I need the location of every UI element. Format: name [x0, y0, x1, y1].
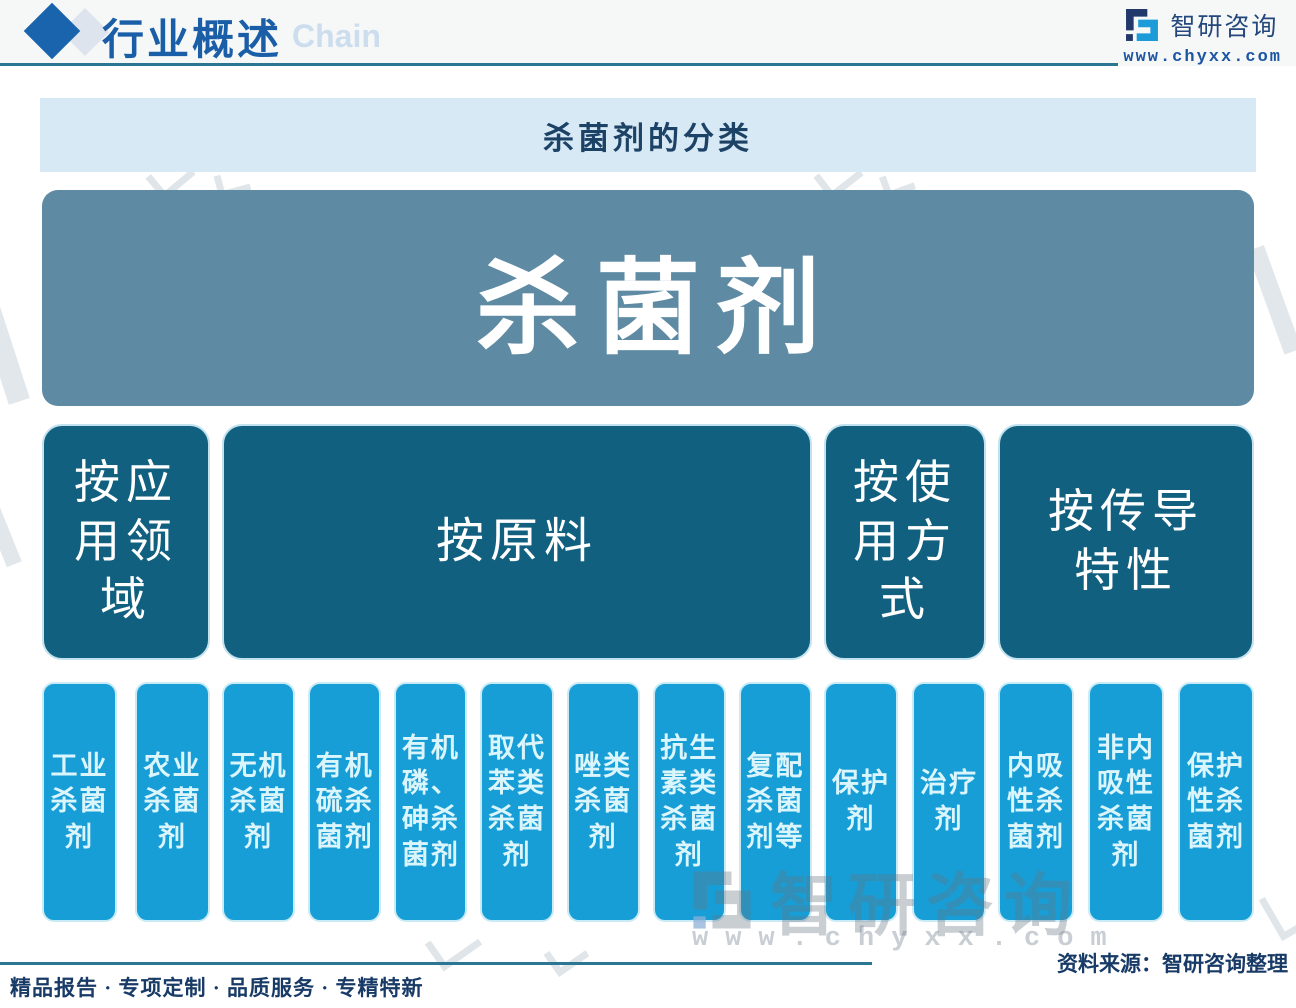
category-application-field: 按应用领域: [42, 424, 210, 660]
header-divider: [0, 63, 1118, 66]
diagram-title-bar: 杀菌剂的分类: [40, 98, 1256, 172]
root-node: 杀菌剂: [42, 190, 1254, 406]
leaf-node: 取代苯类杀菌剂: [480, 682, 554, 922]
diagram-title: 杀菌剂的分类: [543, 120, 753, 156]
category-conduction: 按传导特性: [998, 424, 1254, 660]
leaf-group-raw-material: 无机杀菌剂 有机硫杀菌剂 有机磷、砷杀菌剂 取代苯类杀菌剂 唑类杀菌剂 抗生素类…: [222, 682, 812, 922]
category-raw-material: 按原料: [222, 424, 812, 660]
brand-logo-icon: [1126, 9, 1159, 41]
leaf-node: 内吸性杀菌剂: [998, 682, 1074, 922]
leaf-node: 有机硫杀菌剂: [308, 682, 382, 922]
footer-divider: [0, 962, 872, 965]
leaf-node: 农业杀菌剂: [135, 682, 210, 922]
leaf-node: 抗生素类杀菌剂: [652, 682, 726, 922]
root-node-label: 杀菌剂: [475, 251, 836, 367]
watermark-glyph: [1258, 881, 1296, 942]
header-watermark-text: Chain: [292, 18, 381, 54]
leaf-node: 工业杀菌剂: [42, 682, 117, 922]
page-title: 行业概述: [102, 18, 283, 64]
brand-name: 智研咨询: [1170, 13, 1279, 41]
watermark-glyph: [1246, 231, 1296, 355]
leaf-group-usage-method: 保护剂 治疗剂: [824, 682, 986, 922]
leaf-group-conduction: 内吸性杀菌剂 非内吸性杀菌剂 保护性杀菌剂: [998, 682, 1254, 922]
watermark-glyph: [543, 933, 590, 978]
leaf-node: 唑类杀菌剂: [566, 682, 640, 922]
brand-url: www.chyxx.com: [1123, 48, 1282, 67]
leaf-node: 非内吸性杀菌剂: [1088, 682, 1164, 922]
leaf-node: 保护剂: [824, 682, 898, 922]
leaf-row: 工业杀菌剂 农业杀菌剂 无机杀菌剂 有机硫杀菌剂 有机磷、砷杀菌剂 取代苯类杀菌…: [42, 682, 1254, 922]
leaf-group-application-field: 工业杀菌剂 农业杀菌剂: [42, 682, 210, 922]
diamond-dark-icon: [23, 2, 81, 60]
brand: 智研咨询 www.chyxx.com: [1123, 6, 1282, 67]
source-note: 资料来源：智研咨询整理: [1057, 952, 1288, 976]
leaf-node: 有机磷、砷杀菌剂: [394, 682, 468, 922]
leaf-node: 保护性杀菌剂: [1178, 682, 1254, 922]
category-row: 按应用领域 按原料 按使用方式 按传导特性: [42, 424, 1254, 660]
footer-slogan: 精品报告 · 专项定制 · 品质服务 · 专精特新: [10, 976, 424, 1000]
leaf-node: 治疗剂: [912, 682, 986, 922]
header: 行业概述 Chain 智研咨询 www.chyxx.com: [0, 0, 1296, 67]
leaf-node: 无机杀菌剂: [222, 682, 296, 922]
leaf-node: 复配杀菌剂等: [738, 682, 812, 922]
category-usage-method: 按使用方式: [824, 424, 986, 660]
